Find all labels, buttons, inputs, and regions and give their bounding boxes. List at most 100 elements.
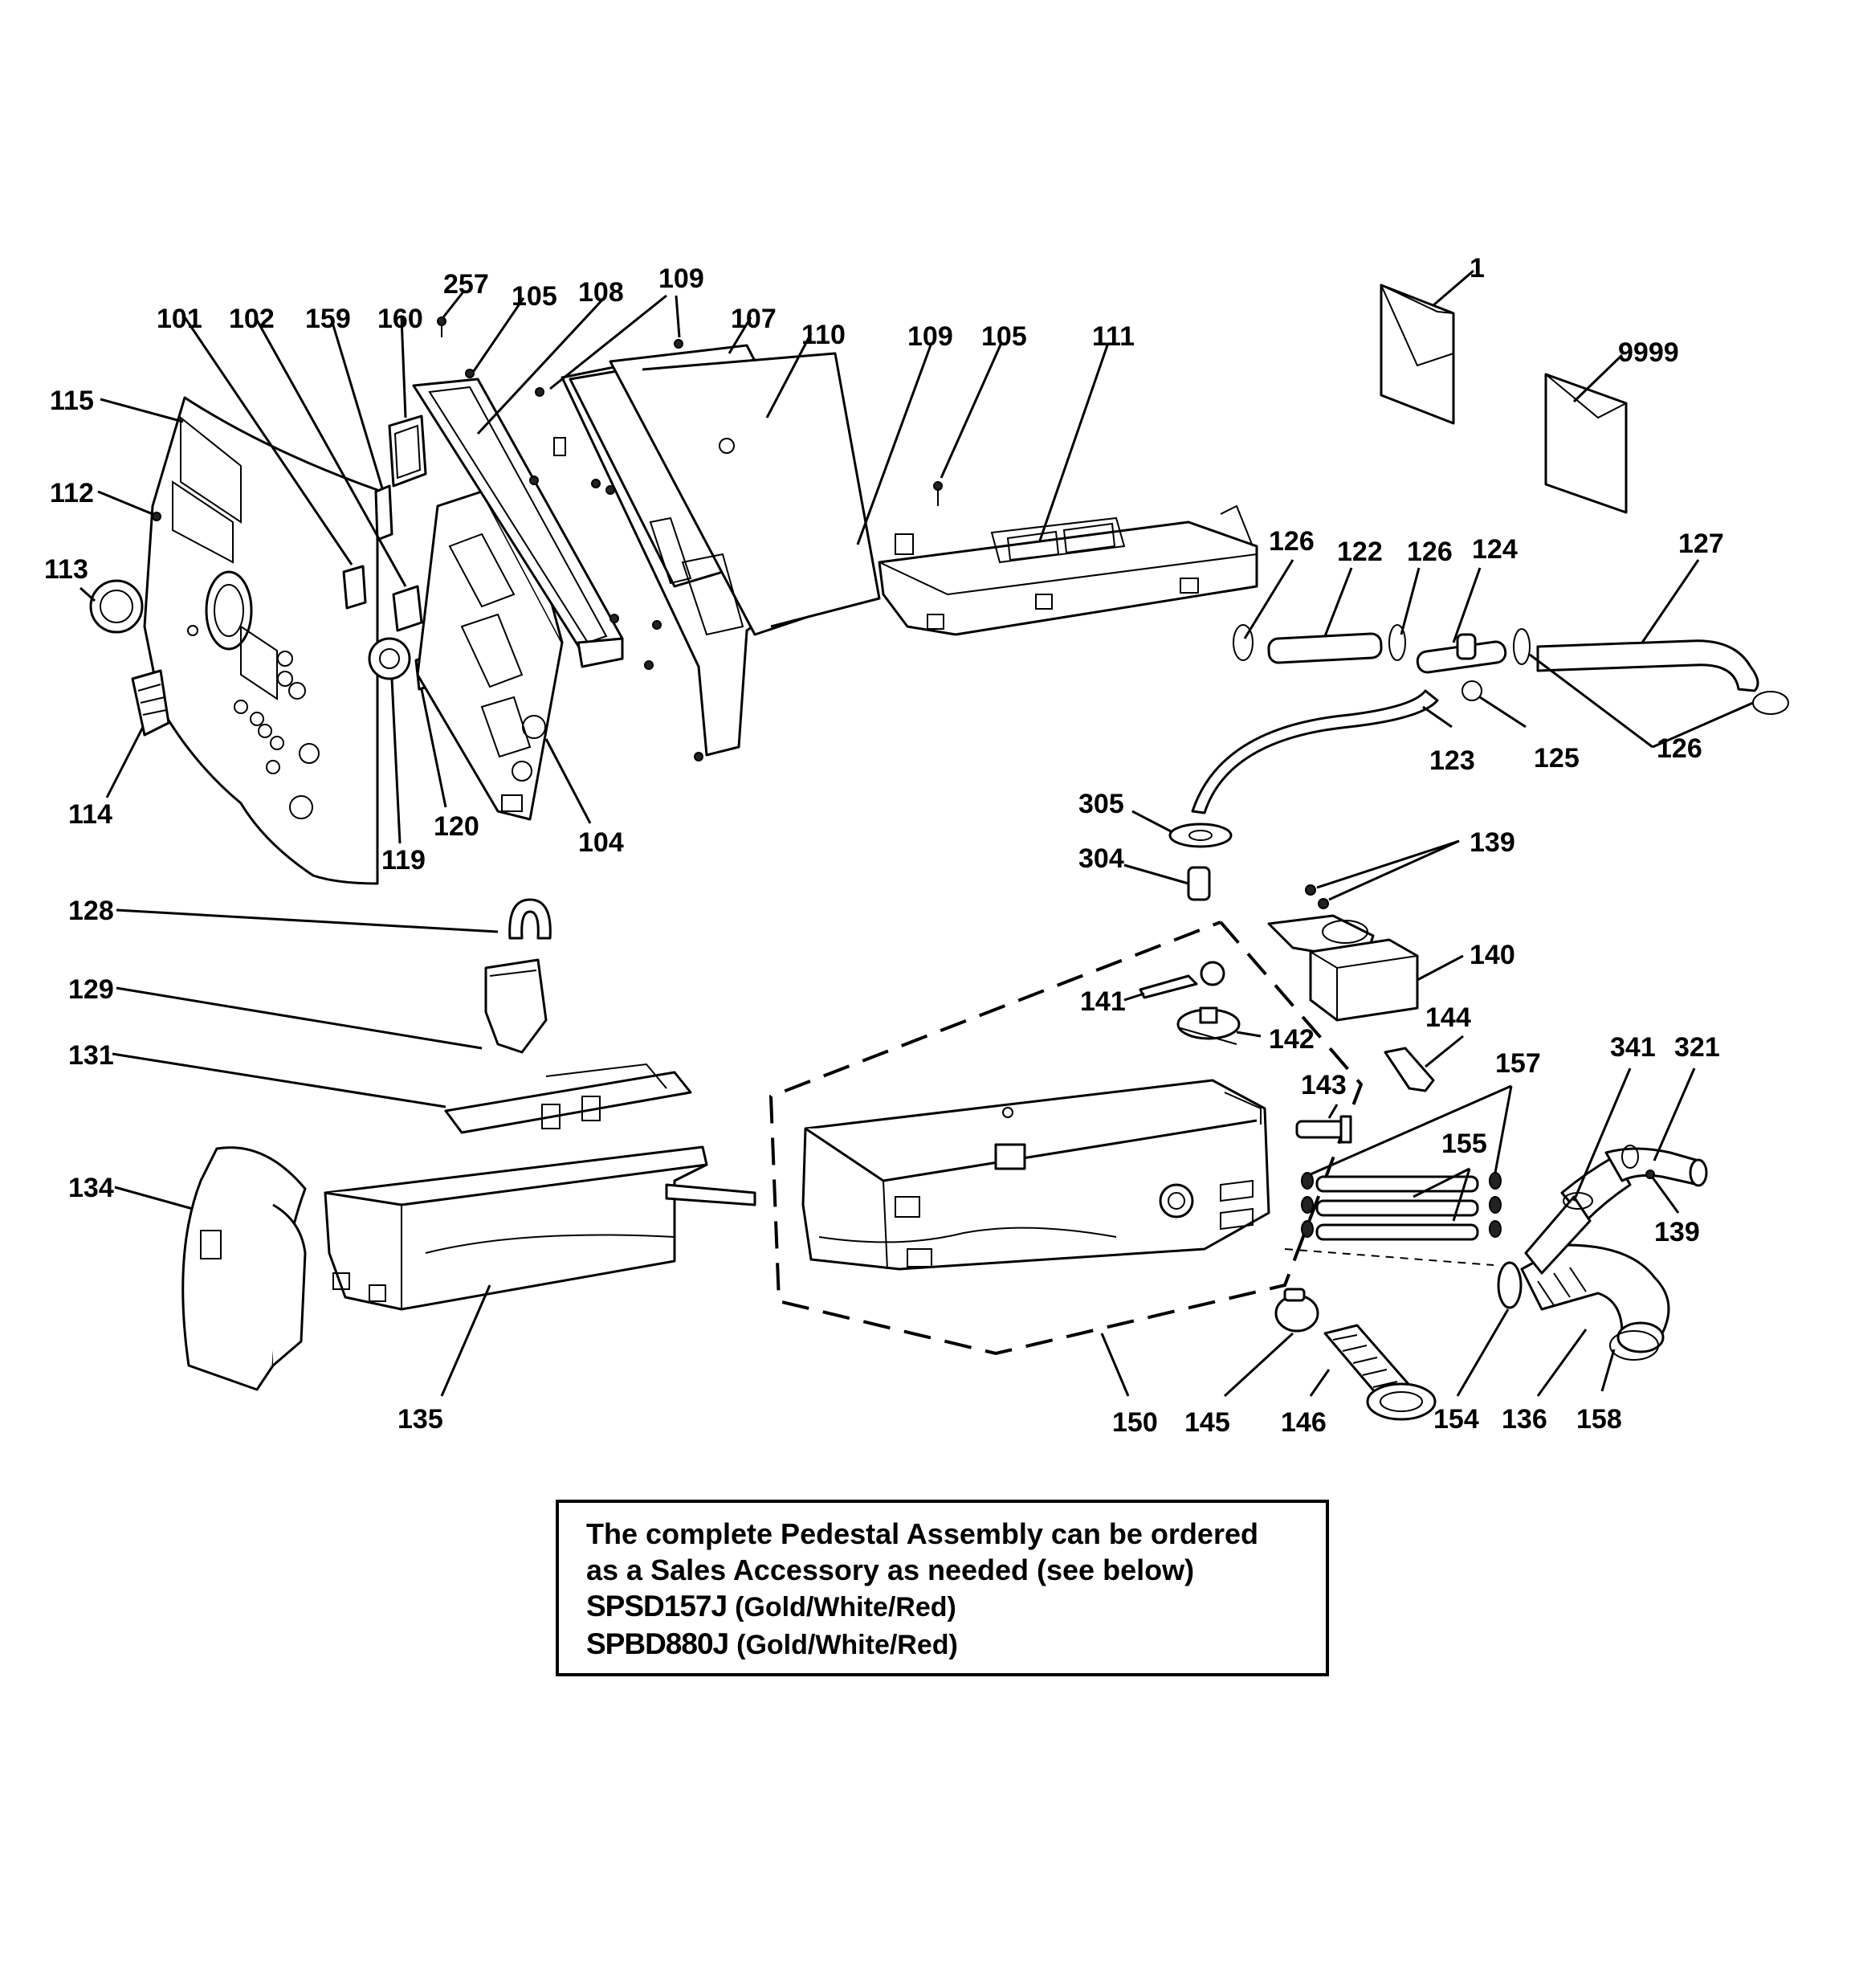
label-105a: 105: [512, 281, 557, 312]
pedestal-front-134: [181, 1146, 307, 1391]
label-1: 1: [1470, 253, 1485, 284]
elbow-321: [1604, 1145, 1708, 1187]
label-159: 159: [305, 304, 351, 334]
label-304: 304: [1078, 843, 1124, 874]
model-row: SPBD880J (Gold/White/Red): [586, 1626, 1326, 1663]
screw-105b: [933, 481, 943, 506]
label-126a: 126: [1269, 526, 1315, 557]
label-139a: 139: [1470, 827, 1515, 858]
label-155: 155: [1441, 1129, 1487, 1159]
label-136: 136: [1502, 1404, 1547, 1435]
leader-lines: [79, 269, 1754, 1398]
label-257: 257: [443, 269, 489, 300]
part-labels: 1 9999 101 102 159 160 257 105 108 109 1…: [44, 253, 1724, 1438]
lever-141: [1139, 961, 1225, 999]
manual-9999: [1544, 373, 1628, 514]
pedestal-note-box: The complete Pedestal Assembly can be or…: [556, 1500, 1329, 1676]
bracket-108: [412, 378, 624, 668]
label-157: 157: [1495, 1048, 1541, 1079]
label-142: 142: [1269, 1024, 1315, 1055]
hose-127: [1536, 639, 1759, 692]
label-321: 321: [1674, 1032, 1720, 1063]
screw-112: [152, 512, 161, 521]
model-color: (Gold/White/Red): [736, 1630, 958, 1660]
encoder-119: [368, 637, 411, 680]
label-115: 115: [50, 386, 94, 416]
label-144: 144: [1425, 1002, 1471, 1033]
display-board-160: [388, 414, 427, 488]
label-105b: 105: [981, 321, 1027, 352]
label-101: 101: [157, 304, 202, 334]
siphon-129: [484, 958, 548, 1054]
label-109b: 109: [907, 321, 953, 352]
label-143: 143: [1301, 1070, 1347, 1100]
label-112: 112: [50, 478, 94, 508]
control-panel-115: [143, 396, 379, 885]
pump-assembly-150: [801, 1079, 1270, 1271]
lens-159: [374, 484, 393, 541]
label-114: 114: [68, 799, 112, 830]
label-111: 111: [1092, 321, 1135, 352]
pump-motor-140: [1267, 914, 1419, 1022]
misc-screws: [529, 476, 703, 761]
label-102: 102: [229, 304, 275, 334]
model-row: SPSD157J (Gold/White/Red): [586, 1588, 1326, 1626]
label-124: 124: [1472, 534, 1518, 565]
dispenser-lid-111: [878, 504, 1258, 636]
part-102: [392, 585, 423, 632]
model-code: SPBD880J: [586, 1627, 729, 1660]
clamps-126: [1233, 624, 1789, 715]
tubes-155: [1315, 1175, 1479, 1241]
note-line-1: The complete Pedestal Assembly can be or…: [586, 1517, 1258, 1550]
label-119: 119: [381, 845, 426, 876]
clip-128: [508, 898, 552, 940]
screw-139b: [1645, 1170, 1655, 1179]
ring-154: [1497, 1261, 1523, 1309]
label-123: 123: [1429, 745, 1475, 776]
label-104: 104: [578, 827, 624, 858]
screw-257: [437, 316, 446, 337]
label-120: 120: [434, 811, 479, 842]
screw-105a: [465, 369, 475, 378]
label-134: 134: [68, 1173, 114, 1203]
hose-136: [1520, 1243, 1670, 1353]
label-150: 150: [1112, 1407, 1158, 1438]
bracket-101: [342, 565, 367, 610]
grommet-305: [1168, 823, 1233, 848]
pin-143: [1295, 1115, 1352, 1144]
label-125: 125: [1534, 743, 1580, 774]
label-9999: 9999: [1618, 337, 1679, 368]
label-126b: 126: [1407, 537, 1453, 567]
label-110: 110: [801, 320, 846, 350]
label-113: 113: [44, 554, 88, 585]
label-160: 160: [377, 304, 423, 334]
knob-113: [89, 579, 144, 634]
fitting-304: [1187, 866, 1211, 901]
assembly-outline-150: [768, 921, 1364, 1356]
label-305: 305: [1078, 789, 1124, 819]
screws-139a: [1305, 884, 1329, 909]
label-109a: 109: [658, 263, 704, 294]
label-108: 108: [578, 277, 624, 308]
cover-131: [444, 1063, 692, 1134]
label-135: 135: [397, 1404, 443, 1435]
gear-142: [1176, 1006, 1241, 1045]
label-128: 128: [68, 896, 114, 926]
switch-114: [131, 669, 170, 737]
label-341: 341: [1610, 1032, 1656, 1063]
drain-hose-146: [1323, 1324, 1437, 1421]
hose-122: [1267, 632, 1383, 664]
label-129: 129: [68, 974, 114, 1005]
tee-124: [1416, 633, 1507, 674]
label-127: 127: [1678, 529, 1724, 559]
label-158: 158: [1576, 1404, 1622, 1435]
note-line-2: as a Sales Accessory as needed (see belo…: [586, 1553, 1195, 1586]
screw-109a: [535, 339, 683, 397]
label-126c: 126: [1657, 733, 1702, 764]
label-107: 107: [731, 304, 777, 334]
clamp-158: [1609, 1330, 1659, 1361]
model-color: (Gold/White/Red): [735, 1592, 956, 1623]
drawer-135: [324, 1145, 756, 1311]
label-140: 140: [1470, 940, 1515, 970]
